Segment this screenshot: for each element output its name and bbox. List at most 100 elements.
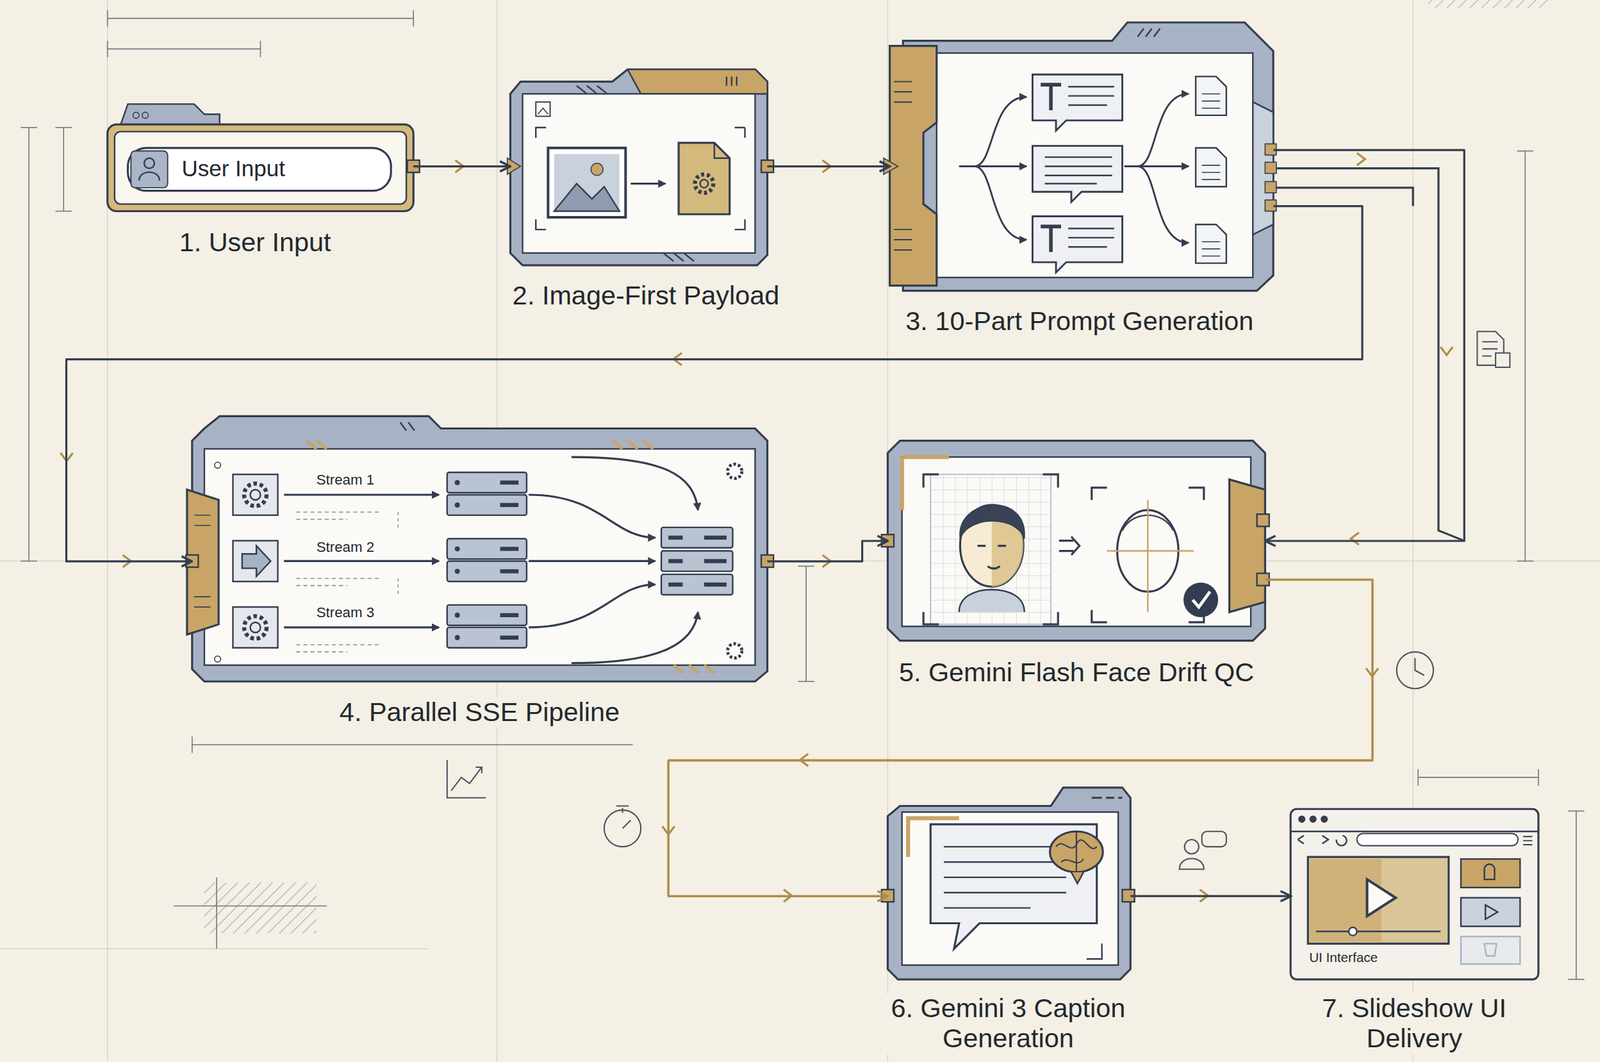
line-shape: [107, 41, 109, 58]
stage-label: 5. Gemini Flash Face Drift QC: [896, 657, 1257, 689]
circle-shape: [214, 655, 222, 662]
rect-shape: [1460, 858, 1520, 888]
g-shape: [447, 472, 734, 648]
rect-shape: [204, 882, 317, 934]
path-shape: [1367, 879, 1397, 916]
rect-shape: [535, 101, 550, 116]
line-shape: [55, 126, 72, 129]
path-shape: [192, 415, 768, 682]
path-shape: [1195, 148, 1227, 187]
flow-arrow: [66, 206, 1363, 562]
flow-arrow: [767, 165, 891, 168]
circle-shape: [604, 809, 641, 847]
line-shape: [191, 736, 193, 753]
path-shape: [1484, 863, 1495, 880]
path-shape: [283, 493, 439, 496]
circle-shape: [244, 483, 267, 506]
rect-shape: [930, 474, 1051, 625]
g-shape: [20, 10, 1584, 980]
path-shape: [1484, 943, 1497, 956]
rect-shape: [128, 148, 392, 191]
path-shape: [1202, 93, 1221, 256]
rect-shape: [447, 560, 527, 582]
rect-shape: [204, 448, 756, 665]
rect-shape: [661, 574, 733, 595]
path-shape: [1032, 146, 1122, 203]
line-shape: [1567, 810, 1584, 812]
circle-shape: [727, 643, 742, 658]
stage-label: 2. Image-First Payload: [510, 280, 782, 312]
flow-arrow: [767, 540, 889, 562]
path-shape: [1107, 499, 1194, 612]
g-shape: [283, 456, 698, 664]
rect-shape: [1264, 162, 1277, 174]
rect-shape: [1257, 513, 1270, 527]
rect-shape: [668, 558, 683, 563]
path-shape: [627, 69, 768, 94]
line-shape: [62, 127, 65, 212]
path-shape: [1045, 86, 1115, 247]
rect-shape: [704, 582, 727, 587]
stage-label: 3. 10-Part Prompt Generation: [902, 306, 1256, 338]
rect-shape: [232, 474, 278, 516]
rect-shape: [500, 569, 520, 573]
g-shape: [214, 461, 743, 662]
path-shape: [306, 440, 715, 674]
stage-label: 1. User Input: [176, 227, 334, 259]
path-shape: [1124, 165, 1189, 168]
path-shape: [1055, 831, 1097, 873]
line-shape: [107, 17, 414, 20]
circle-shape: [454, 568, 461, 574]
circle-shape: [1183, 582, 1219, 618]
path-shape: [1229, 479, 1266, 612]
line-shape: [797, 565, 814, 568]
path-shape: [510, 69, 768, 266]
path-shape: [630, 182, 666, 185]
line-shape: [805, 565, 807, 682]
circle-shape: [590, 163, 603, 176]
path-shape: [397, 511, 400, 597]
circle-shape: [727, 463, 742, 479]
rect-shape: [500, 635, 520, 640]
rect-shape: [447, 627, 527, 648]
path-shape: [571, 611, 698, 664]
process-box: Stream 1Stream 2Stream 34. Parallel SSE …: [191, 416, 768, 682]
g-shape: [1195, 76, 1227, 263]
path-shape: [120, 103, 220, 125]
ellipse-shape: [1049, 831, 1103, 873]
rect-shape: [661, 527, 733, 548]
circle-shape: [142, 112, 149, 119]
rect-shape: [522, 93, 756, 253]
path-shape: [1137, 28, 1160, 38]
path-shape: [959, 165, 1027, 168]
g-shape: [232, 474, 278, 648]
line-shape: [173, 905, 327, 907]
circle-shape: [454, 502, 461, 508]
rect-shape: [668, 535, 683, 540]
circle-shape: [250, 622, 261, 633]
path-shape: [554, 183, 620, 212]
rect-shape: [936, 53, 1253, 278]
line-shape: [1567, 978, 1584, 980]
path-shape: [923, 474, 1058, 625]
path-shape: [1086, 943, 1103, 959]
path-shape: [283, 626, 439, 628]
circle-shape: [454, 479, 461, 486]
path-shape: [1275, 187, 1413, 207]
rect-shape: [447, 494, 527, 516]
rect-shape: [232, 606, 278, 648]
line-shape: [1418, 776, 1539, 778]
flow-arrow: [668, 579, 1373, 897]
rect-shape: [232, 540, 278, 582]
path-shape: [242, 545, 272, 577]
line-shape: [20, 560, 37, 562]
path-shape: [1195, 224, 1227, 263]
rect-shape: [114, 131, 407, 204]
circle-shape: [1184, 839, 1199, 854]
circle-shape: [144, 158, 155, 169]
path-shape: [974, 165, 1027, 240]
path-shape: [400, 422, 415, 431]
circle-shape: [1396, 651, 1434, 689]
